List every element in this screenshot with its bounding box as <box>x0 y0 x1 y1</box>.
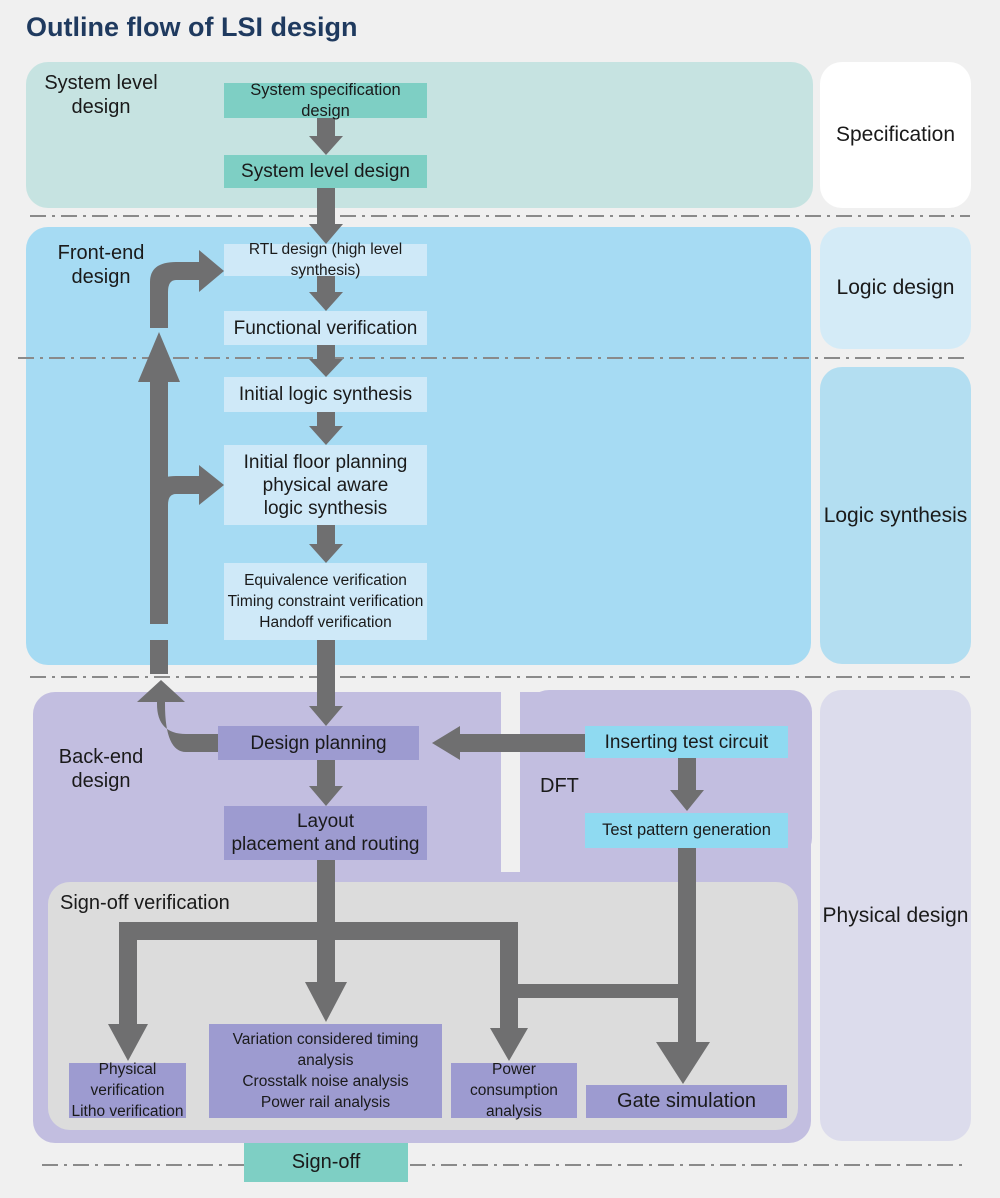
arrow-rtl-to-functional <box>309 276 343 311</box>
step-physical-verification: Physical verification Litho verification <box>69 1061 186 1120</box>
arrow-equivalence-to-design-planning <box>309 640 343 726</box>
arrow-functional-to-initial <box>309 345 343 377</box>
region-label-system-level: System level design <box>44 72 158 118</box>
step-layout: Layout placement and routing <box>224 806 427 860</box>
arrow-system-to-rtl <box>309 188 343 244</box>
region-label-back-end: Back-end design <box>58 746 144 792</box>
step-functional-verification: Functional verification <box>224 311 427 345</box>
step-rtl-design: RTL design (high level synthesis) <box>224 241 427 279</box>
step-test-pattern-generation: Test pattern generation <box>585 813 788 848</box>
arrow-inserting-to-test-pattern <box>670 758 704 811</box>
feedback-loop-arrow <box>137 250 224 752</box>
arrow-inserting-to-design-planning <box>432 726 585 760</box>
step-gate-simulation: Gate simulation <box>586 1085 787 1118</box>
step-initial-logic-synthesis: Initial logic synthesis <box>224 377 427 412</box>
region-gap <box>501 680 520 872</box>
step-timing-analysis: Variation considered timing analysis Cro… <box>209 1024 442 1118</box>
region-label-front-end: Front-end design <box>57 242 145 288</box>
arrow-initial-to-floor <box>309 412 343 445</box>
arrow-floor-to-equivalence <box>309 525 343 563</box>
region-label-signoff-verification: Sign-off verification <box>60 892 230 914</box>
region-label-dft: DFT <box>540 775 579 797</box>
side-label-logic-design: Logic design <box>820 227 971 349</box>
step-system-level-design: System level design <box>224 155 427 188</box>
arrow-design-planning-to-layout <box>309 760 343 806</box>
page-title: Outline flow of LSI design <box>26 12 358 42</box>
step-equivalence-verification: Equivalence verification Timing constrai… <box>224 563 427 640</box>
step-design-planning: Design planning <box>218 726 419 760</box>
arrow-spec-to-system <box>309 118 343 155</box>
step-system-specification: System specification design <box>224 81 427 120</box>
step-initial-floor-planning: Initial floor planning physical aware lo… <box>224 445 427 525</box>
side-label-physical-design: Physical design <box>820 690 971 1141</box>
signoff-distribution-arrows <box>108 848 710 1084</box>
side-label-logic-synthesis: Logic synthesis <box>820 367 971 664</box>
step-power-consumption: Power consumption analysis <box>451 1061 577 1120</box>
side-label-specification: Specification <box>820 62 971 208</box>
step-sign-off: Sign-off <box>244 1143 408 1182</box>
step-inserting-test-circuit: Inserting test circuit <box>585 726 788 758</box>
